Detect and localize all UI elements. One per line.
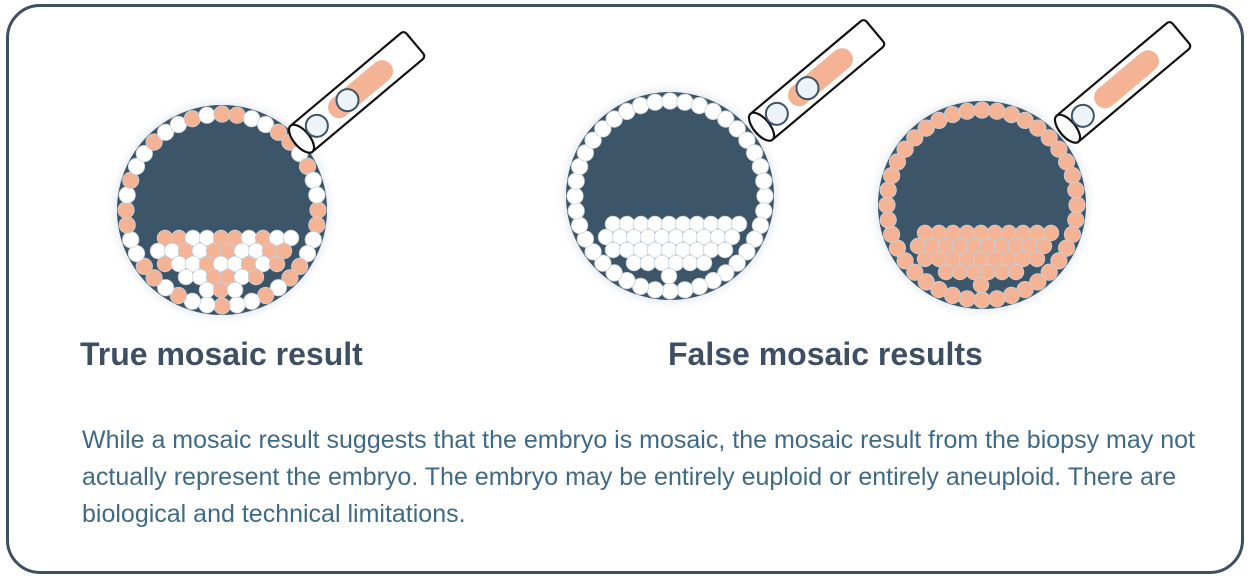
inner-cell-mass-cell: [952, 264, 968, 280]
trophectoderm-cell: [118, 202, 134, 218]
trophectoderm-cell: [123, 232, 139, 248]
embryo-illustrations: [0, 0, 1254, 330]
aneuploid-embryo: [866, 21, 1192, 321]
inner-cell-mass-cell: [640, 255, 656, 271]
trophectoderm-cell: [199, 107, 215, 123]
trophectoderm-cell: [691, 278, 707, 294]
trophectoderm-cell: [662, 283, 678, 299]
trophectoderm-cell: [214, 106, 230, 122]
trophectoderm-cell: [184, 111, 200, 127]
inner-cell-mass-cell: [696, 255, 712, 271]
inner-cell-mass-cell: [717, 242, 733, 258]
trophectoderm-cell: [214, 298, 230, 314]
inner-cell-mass-cell: [227, 282, 243, 298]
trophectoderm-cell: [677, 282, 693, 298]
trophectoderm-cell: [756, 173, 772, 189]
trophectoderm-cell: [756, 203, 772, 219]
trophectoderm-cell: [677, 94, 693, 110]
inner-cell-mass-cell: [973, 277, 989, 293]
inner-cell-mass-cell: [157, 256, 173, 272]
inner-cell-mass-cell: [1029, 251, 1045, 267]
euploid-embryo: [554, 19, 886, 312]
trophectoderm-cell: [989, 291, 1005, 307]
trophectoderm-cell: [1064, 167, 1080, 183]
inner-cell-mass-cell: [213, 282, 229, 298]
trophectoderm-cell: [229, 107, 245, 123]
biopsy-pipette: [1050, 21, 1191, 147]
trophectoderm-cell: [305, 172, 321, 188]
trophectoderm-cell: [229, 297, 245, 313]
trophectoderm-cell: [1068, 212, 1084, 228]
trophectoderm-cell: [880, 212, 896, 228]
biopsy-pipette: [284, 31, 425, 157]
trophectoderm-cell: [944, 106, 960, 122]
trophectoderm-cell: [119, 187, 135, 203]
trophectoderm-cell: [1069, 197, 1085, 213]
inner-cell-mass-cell: [605, 242, 621, 258]
false-mosaic-heading: False mosaic results: [668, 336, 983, 373]
trophectoderm-cell: [974, 292, 990, 308]
inner-cell-mass-cell: [1008, 264, 1024, 280]
trophectoderm-cell: [310, 202, 326, 218]
inner-cell-mass-cell: [178, 269, 194, 285]
explanation-text: While a mosaic result suggests that the …: [82, 422, 1202, 533]
inner-cell-mass-cell: [248, 269, 264, 285]
inner-cell-mass-cell: [661, 268, 677, 284]
trophectoderm-cell: [1068, 182, 1084, 198]
true-mosaic-heading: True mosaic result: [80, 336, 363, 373]
trophectoderm-cell: [1003, 287, 1019, 303]
trophectoderm-cell: [309, 217, 325, 233]
trophectoderm-cell: [959, 103, 975, 119]
trophectoderm-cell: [880, 182, 896, 198]
inner-cell-mass-cell: [199, 282, 215, 298]
trophectoderm-cell: [883, 226, 899, 242]
trophectoderm-cell: [959, 291, 975, 307]
trophectoderm-cell: [989, 103, 1005, 119]
trophectoderm-cell: [119, 217, 135, 233]
trophectoderm-cell: [879, 197, 895, 213]
inner-cell-mass-cell: [626, 255, 642, 271]
inner-cell-mass-cell: [269, 256, 285, 272]
inner-cell-mass-cell: [938, 264, 954, 280]
inner-cell-mass-cell: [682, 255, 698, 271]
trophectoderm-cell: [647, 94, 663, 110]
trophectoderm-cell: [199, 297, 215, 313]
biopsy-pipette: [744, 19, 885, 145]
trophectoderm-cell: [757, 188, 773, 204]
trophectoderm-cell: [571, 217, 587, 233]
inner-cell-mass-cell: [917, 251, 933, 267]
trophectoderm-cell: [974, 102, 990, 118]
true-mosaic-embryo: [105, 31, 426, 327]
trophectoderm-cell: [662, 93, 678, 109]
trophectoderm-cell: [568, 173, 584, 189]
inner-cell-mass-cell: [994, 264, 1010, 280]
trophectoderm-cell: [752, 158, 768, 174]
trophectoderm-cell: [647, 282, 663, 298]
trophectoderm-cell: [309, 187, 325, 203]
trophectoderm-cell: [568, 203, 584, 219]
trophectoderm-cell: [632, 97, 648, 113]
trophectoderm-cell: [567, 188, 583, 204]
trophectoderm-cell: [244, 293, 260, 309]
